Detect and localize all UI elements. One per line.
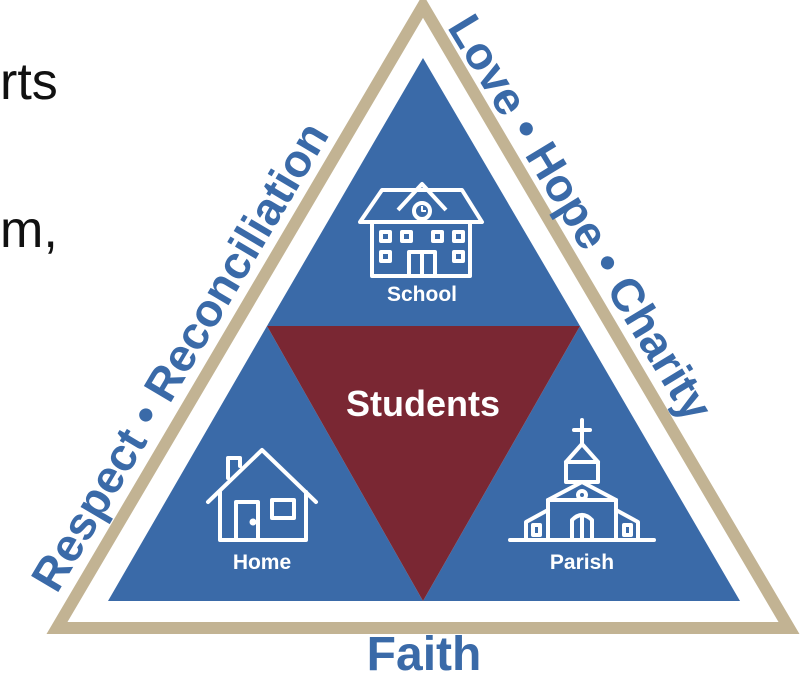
home-label: Home xyxy=(233,551,291,574)
church-icon xyxy=(508,418,656,542)
students-label: Students xyxy=(346,383,500,424)
school-icon xyxy=(358,182,484,278)
cropped-text-line-1: rts xyxy=(0,53,58,111)
students-triangle xyxy=(267,326,580,601)
house-icon xyxy=(206,448,318,542)
home-triangle xyxy=(108,326,423,601)
cropped-text-line-2: m, xyxy=(0,201,58,259)
school-label: School xyxy=(387,283,457,306)
faith-label: Faith xyxy=(367,628,482,674)
parish-label: Parish xyxy=(550,551,614,574)
